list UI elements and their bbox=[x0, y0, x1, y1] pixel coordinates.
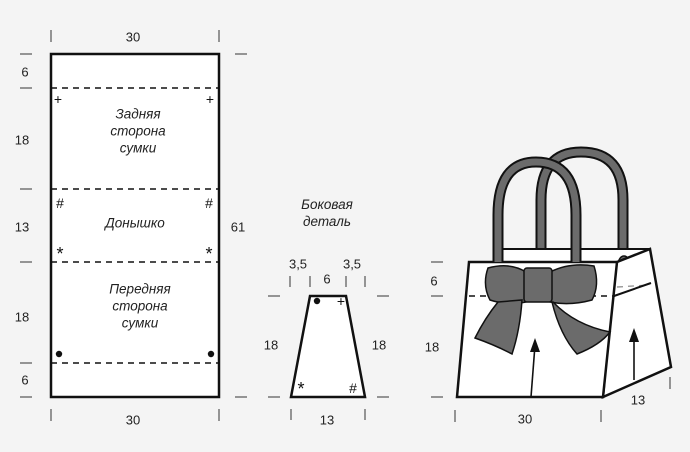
segment-5-label: 6 bbox=[21, 372, 29, 388]
main-piece bbox=[49, 52, 221, 399]
bag-body-height-label: 18 bbox=[424, 339, 440, 355]
bag-front-width-label: 30 bbox=[517, 411, 533, 427]
side-bottom-width-label: 13 bbox=[319, 412, 335, 428]
bag-illustration bbox=[455, 146, 673, 399]
segment-2-label: 18 bbox=[14, 132, 30, 148]
bag-dimension-ticks bbox=[431, 261, 671, 422]
side-top-offset-left-label: 3,5 bbox=[288, 256, 308, 272]
segment-3-label: 13 bbox=[14, 219, 30, 235]
bag-fold-height-label: 6 bbox=[430, 273, 438, 289]
front-side-label: Передняя сторона сумки bbox=[109, 281, 171, 331]
asterisk-mark: * bbox=[297, 379, 305, 399]
main-top-width-label: 30 bbox=[125, 29, 141, 45]
side-height-left-label: 18 bbox=[263, 337, 279, 353]
side-height-right-label: 18 bbox=[371, 337, 387, 353]
back-side-label: Задняя сторона сумки bbox=[110, 106, 166, 156]
main-total-height-label: 61 bbox=[230, 219, 246, 235]
side-top-offset-right-label: 3,5 bbox=[342, 256, 362, 272]
segment-1-label: 6 bbox=[21, 64, 29, 80]
plus-mark: + bbox=[53, 91, 63, 107]
asterisk-mark: * bbox=[56, 244, 64, 264]
side-top-width-label: 6 bbox=[323, 271, 331, 287]
plus-mark: + bbox=[205, 91, 215, 107]
plus-mark: + bbox=[336, 293, 346, 309]
side-piece bbox=[289, 294, 367, 399]
main-bottom-width-label: 30 bbox=[125, 412, 141, 428]
hash-mark: # bbox=[56, 195, 64, 211]
side-dimension-ticks bbox=[268, 276, 389, 420]
segment-4-label: 18 bbox=[14, 309, 30, 325]
bottom-label: Донышко bbox=[105, 215, 165, 231]
bag-side-depth-label: 13 bbox=[630, 392, 646, 408]
side-piece-title: Боковая деталь bbox=[301, 197, 353, 229]
asterisk-mark: * bbox=[205, 244, 213, 264]
hash-mark: # bbox=[349, 380, 357, 396]
hash-mark: # bbox=[205, 195, 213, 211]
main-dimension-ticks bbox=[20, 30, 247, 421]
